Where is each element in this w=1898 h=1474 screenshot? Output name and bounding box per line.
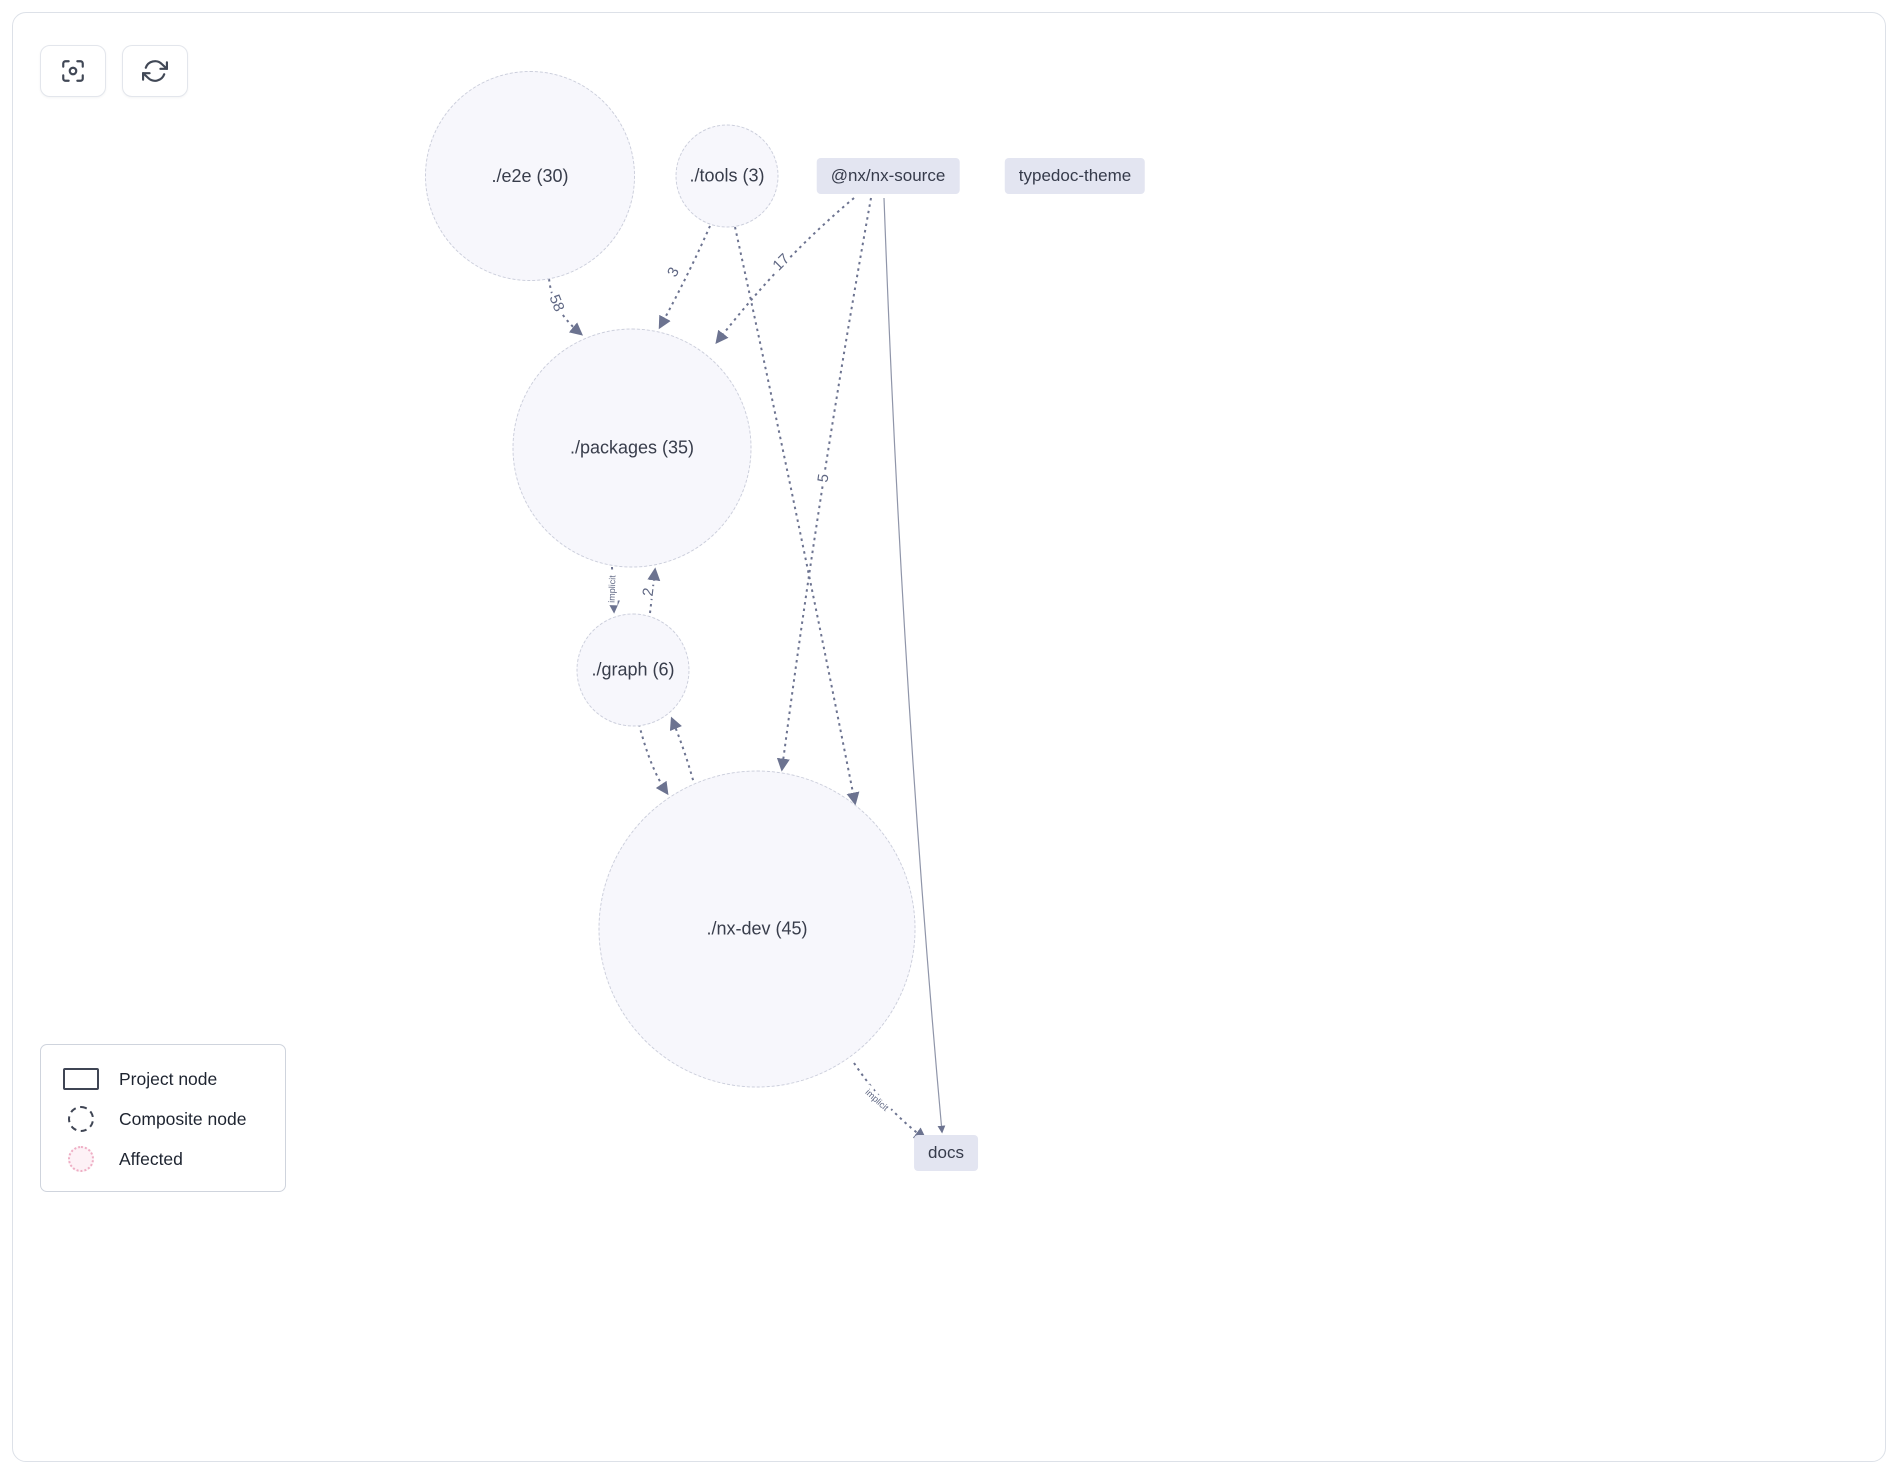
legend-label-project-node: Project node (119, 1068, 218, 1089)
edge-label-e2e-packages: 58 (546, 292, 568, 314)
legend-item-project-node: Project node (63, 1059, 285, 1099)
edge-label-packages-graph: implicit (607, 575, 618, 603)
edge-label-graph-packages: 2 (640, 587, 658, 597)
edge-label-nxdev-docs: implicit (863, 1087, 890, 1113)
legend-label-affected: Affected (119, 1148, 183, 1169)
edge-tools-packages[interactable] (658, 225, 711, 330)
focus-button[interactable] (40, 45, 106, 97)
node-label-packages: ./packages (35) (569, 437, 695, 458)
project-node-swatch (63, 1068, 99, 1090)
node-label-tools: ./tools (3) (689, 165, 765, 186)
node-label-e2e: ./e2e (30) (491, 165, 569, 186)
node-label-nx-dev: ./nx-dev (45) (706, 918, 808, 939)
edge-nxdev-docs[interactable] (853, 1062, 928, 1141)
composite-node-nx-dev[interactable]: ./nx-dev (45) (598, 770, 916, 1088)
project-node-nx-source[interactable]: @nx/nx-source (816, 158, 960, 194)
focus-icon (62, 60, 84, 82)
composite-node-swatch (63, 1106, 99, 1132)
composite-node-tools[interactable]: ./tools (3) (675, 124, 779, 228)
edge-packages-graph[interactable] (607, 566, 621, 614)
edge-tools-nxdev[interactable] (734, 226, 860, 806)
legend-item-composite-node: Composite node (63, 1099, 285, 1139)
edge-label-tools-packages: 3 (664, 265, 683, 280)
edge-nxsource-nxdev[interactable] (776, 197, 872, 772)
refresh-button[interactable] (122, 45, 188, 97)
project-node-docs[interactable]: docs (914, 1135, 978, 1171)
edge-label-nxsource-nxdev: 5 (814, 473, 832, 484)
node-label-graph: ./graph (6) (591, 659, 675, 680)
project-node-typedoc-theme[interactable]: typedoc-theme (1004, 158, 1146, 194)
affected-swatch (63, 1146, 99, 1172)
edge-label-nxsource-packages: 17 (769, 250, 793, 274)
composite-node-e2e[interactable]: ./e2e (30) (425, 71, 635, 281)
legend: Project node Composite node Affected (40, 1044, 286, 1192)
toolbar (40, 45, 188, 97)
legend-item-affected: Affected (63, 1139, 285, 1179)
edge-graph-nxdev[interactable] (638, 723, 669, 796)
edge-graph-packages[interactable] (647, 567, 661, 614)
refresh-icon (142, 60, 168, 82)
composite-node-graph[interactable]: ./graph (6) (576, 613, 690, 727)
composite-node-packages[interactable]: ./packages (35) (512, 328, 752, 568)
edge-nxsource-docs[interactable] (883, 197, 946, 1134)
legend-label-composite-node: Composite node (119, 1108, 247, 1129)
